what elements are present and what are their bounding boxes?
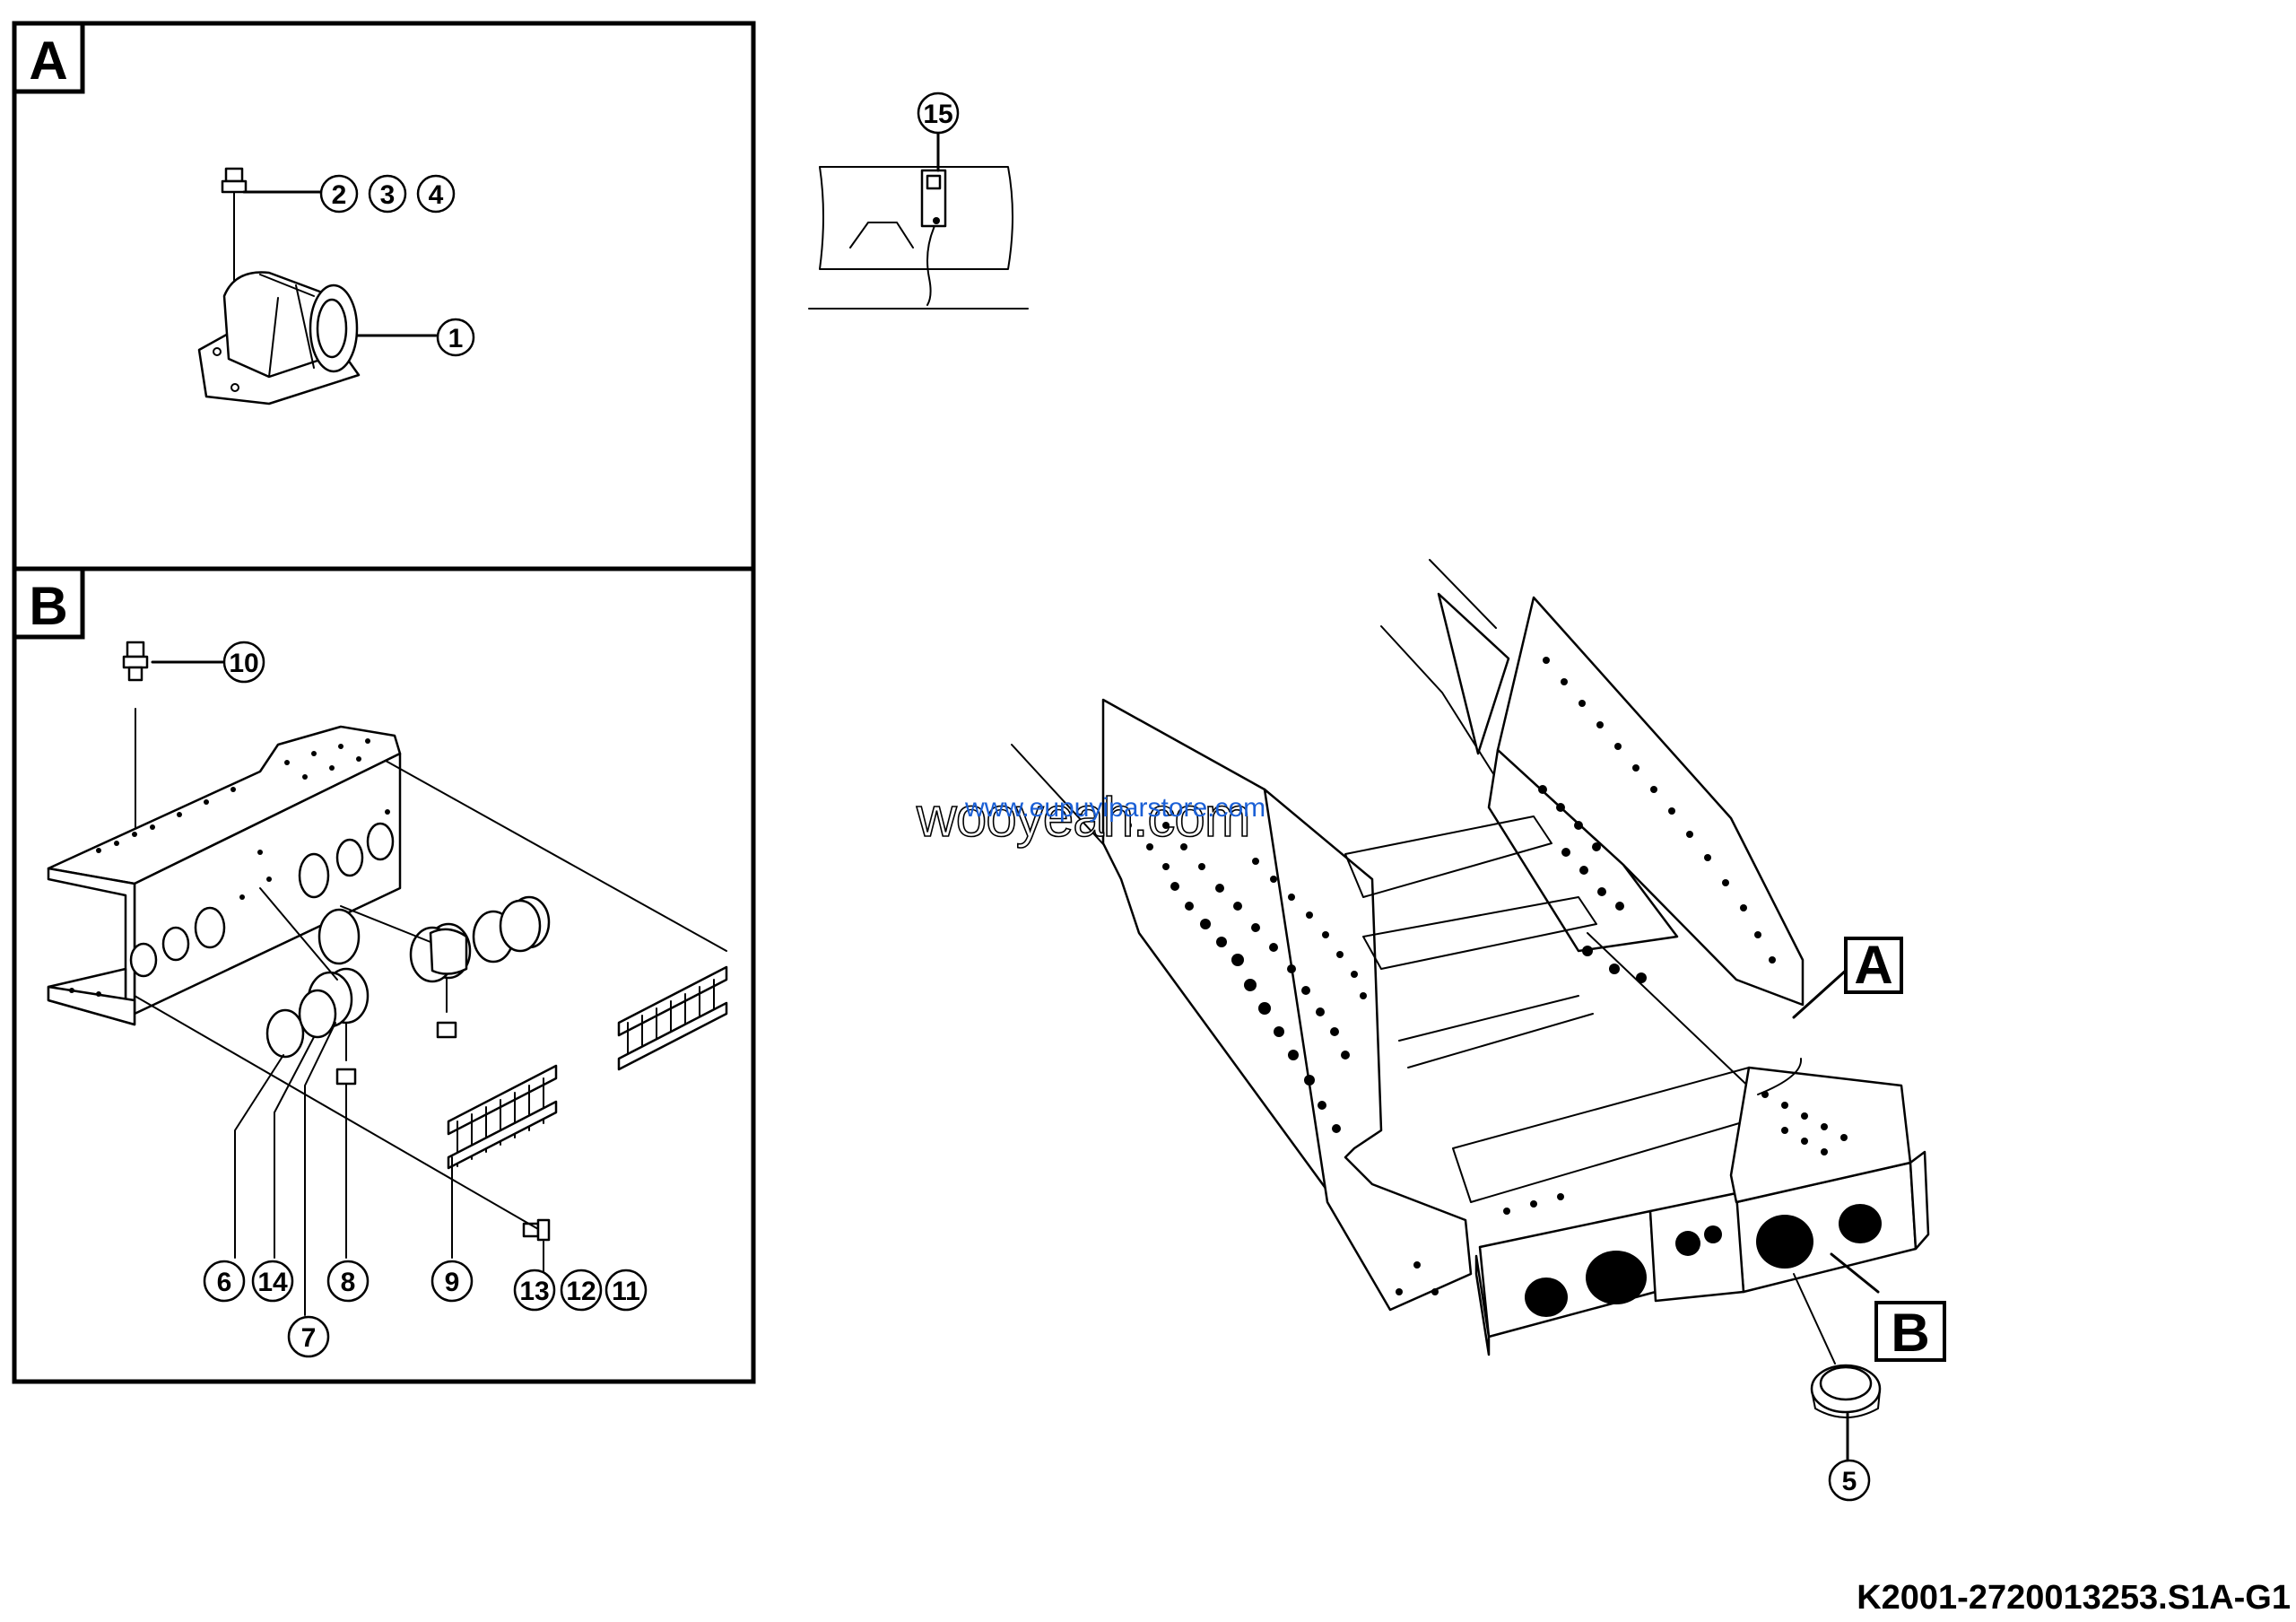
callout-10: 10 bbox=[222, 641, 265, 684]
callout-6: 6 bbox=[203, 1260, 246, 1303]
svg-text:11: 11 bbox=[612, 1277, 640, 1306]
callout-2: 2 bbox=[319, 174, 359, 214]
svg-text:3: 3 bbox=[380, 180, 396, 210]
svg-text:www.eupuyiparstore.com: www.eupuyiparstore.com bbox=[964, 793, 1265, 823]
screw-icon bbox=[522, 1218, 551, 1273]
lamp-guard-icon bbox=[447, 1064, 558, 1170]
callout-3: 3 bbox=[368, 174, 407, 214]
svg-text:4: 4 bbox=[429, 180, 444, 210]
callout-14: 14 bbox=[251, 1260, 294, 1303]
drawing-code: K2001-2720013253.S1A-G1 bbox=[1857, 1579, 2291, 1617]
svg-text:5: 5 bbox=[1842, 1467, 1857, 1496]
panel-b-letter: B bbox=[29, 576, 67, 636]
view-label-b: B bbox=[1891, 1303, 1929, 1363]
panel-a-letter: A bbox=[29, 31, 67, 91]
svg-text:14: 14 bbox=[257, 1268, 288, 1297]
callout-12: 12 bbox=[560, 1269, 603, 1312]
svg-text:13: 13 bbox=[519, 1277, 549, 1306]
view-label-a: A bbox=[1854, 935, 1892, 995]
callout-5: 5 bbox=[1828, 1459, 1871, 1502]
callout-4: 4 bbox=[416, 174, 456, 214]
detail-15: 15 bbox=[808, 92, 1029, 310]
grommet-icon bbox=[1810, 1364, 1882, 1418]
svg-text:9: 9 bbox=[445, 1268, 460, 1297]
svg-text:2: 2 bbox=[332, 180, 347, 210]
svg-text:1: 1 bbox=[448, 324, 464, 353]
backup-alarm-icon bbox=[197, 271, 361, 406]
callout-1: 1 bbox=[436, 318, 475, 357]
lamp-icon bbox=[472, 895, 551, 964]
svg-text:15: 15 bbox=[923, 100, 952, 129]
lamp-guard-icon bbox=[617, 965, 728, 1071]
svg-text:7: 7 bbox=[301, 1323, 317, 1353]
svg-text:8: 8 bbox=[341, 1268, 356, 1297]
callout-7: 7 bbox=[287, 1315, 330, 1358]
panel-a: A 2 3 bbox=[12, 21, 756, 571]
lamp-bracket-icon bbox=[47, 725, 402, 1026]
panel-b: B 10 bbox=[12, 566, 756, 1384]
callout-15: 15 bbox=[917, 92, 960, 135]
callout-8: 8 bbox=[326, 1260, 370, 1303]
svg-text:6: 6 bbox=[217, 1268, 232, 1297]
svg-text:wooyeah.com: wooyeah.com bbox=[916, 787, 1250, 849]
watermark: wooyeah.com www.eupuyiparstore.com bbox=[915, 786, 1265, 850]
lamp-icon bbox=[317, 908, 472, 1039]
callout-9: 9 bbox=[430, 1260, 474, 1303]
svg-text:12: 12 bbox=[566, 1277, 596, 1306]
svg-text:10: 10 bbox=[229, 649, 258, 678]
callout-11: 11 bbox=[604, 1269, 648, 1312]
callout-13: 13 bbox=[513, 1269, 556, 1312]
frame-view: A B 5 bbox=[1011, 559, 1946, 1502]
